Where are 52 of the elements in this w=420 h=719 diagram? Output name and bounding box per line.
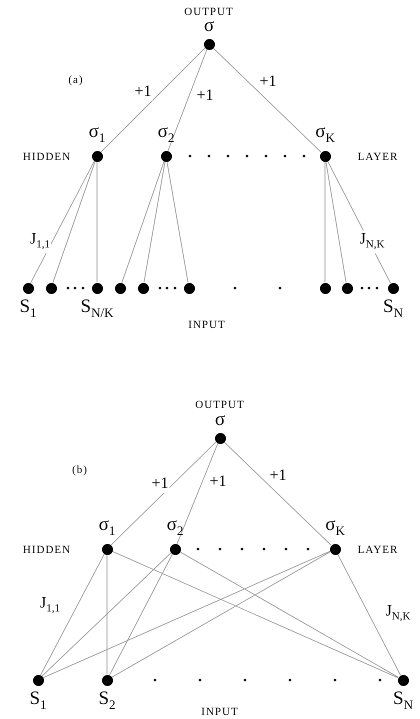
text-label: LAYER [358, 151, 398, 163]
connection-line [324, 161, 326, 283]
connection-line [224, 441, 332, 546]
edge-label: +1 [133, 83, 153, 101]
text-label: HIDDEN [22, 151, 72, 163]
connection-line [109, 553, 173, 676]
edge-label: J$_{N,K}$ [358, 230, 386, 254]
connection-line [176, 442, 218, 544]
connection-line [110, 441, 216, 546]
connection-line [144, 161, 166, 283]
node-label: σ$_{1}$ [98, 514, 116, 540]
connection-line [96, 161, 98, 283]
node-label: σ$_{2}$ [158, 122, 174, 146]
connection-line [179, 551, 399, 678]
text-label: INPUT [201, 706, 239, 718]
text-label: (b) [72, 464, 88, 476]
connection-line [326, 161, 346, 283]
node-label: S$_{1}$ [29, 688, 47, 714]
connection-line [168, 48, 208, 152]
connection-line [42, 552, 172, 677]
edge-label: +1 [150, 475, 170, 493]
edge-label: J$_{1,1}$ [29, 230, 51, 254]
node-label: S$_{N}$ [383, 296, 403, 322]
connection-line [52, 160, 96, 284]
connection-line [111, 551, 331, 678]
connection-line [30, 160, 95, 284]
text-label: OUTPUT [195, 399, 245, 411]
node-label: S$_{N}$ [393, 688, 413, 714]
connection-line [121, 160, 165, 284]
connection-line [112, 550, 398, 678]
text-label: INPUT [188, 319, 226, 331]
connection-line [106, 554, 108, 675]
node-label: σ$_{1}$ [88, 122, 106, 146]
node-label: σ$_{2}$ [166, 514, 184, 540]
node-label: S$_{1}$ [19, 296, 37, 322]
node-label: σ [214, 410, 226, 430]
text-label: (a) [68, 74, 84, 86]
text-label: HIDDEN [22, 544, 72, 556]
connection-line [337, 553, 401, 676]
connection-line [166, 161, 188, 283]
node-label: σ [204, 16, 214, 36]
node-label: S$_{2}$ [98, 688, 116, 714]
node-label: S$_{N/K}$ [80, 296, 114, 322]
text-label: LAYER [358, 544, 398, 556]
connection-line [40, 553, 105, 676]
connection-line [212, 47, 322, 153]
node-label: σ$_{K}$ [325, 514, 345, 540]
connection-line [42, 550, 330, 678]
connection-line [100, 48, 206, 153]
text-label: OUTPUT [184, 6, 234, 18]
edge-label: +1 [268, 467, 288, 485]
node-label: σ$_{K}$ [315, 122, 335, 146]
